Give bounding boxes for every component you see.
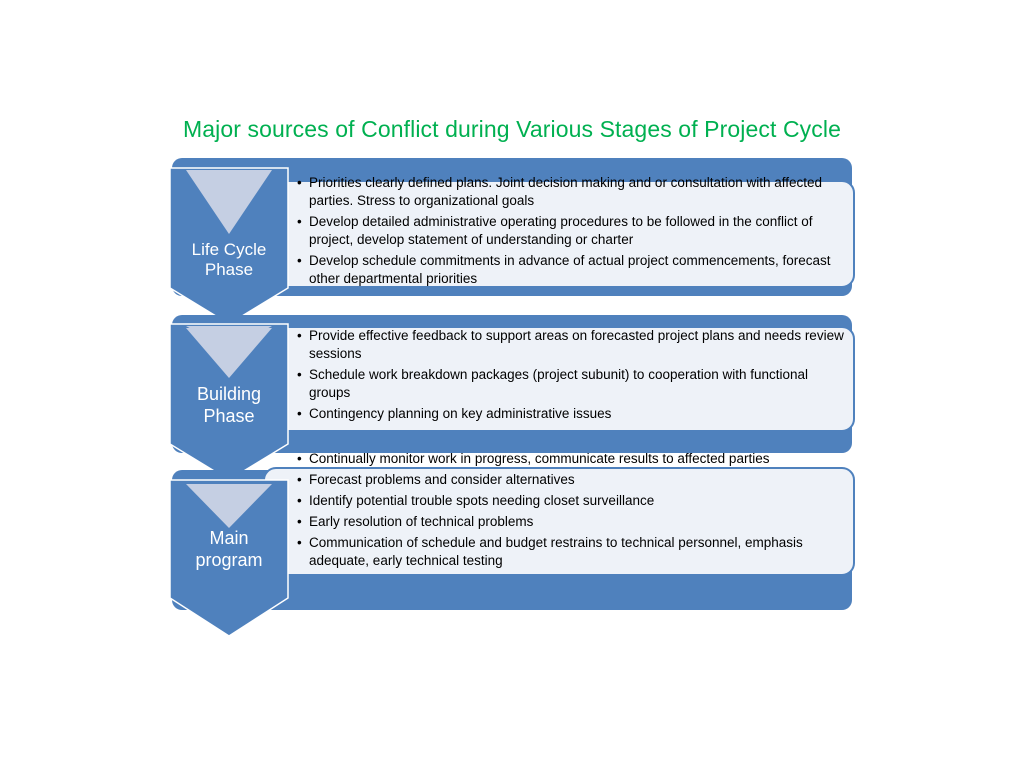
phase-1-bullets: Priorities clearly defined plans. Joint … <box>296 174 848 291</box>
bullet-item: Develop detailed administrative operatin… <box>296 213 848 249</box>
bullet-item: Identify potential trouble spots needing… <box>296 492 848 510</box>
phase-3-chevron <box>169 479 289 637</box>
bullet-item: Develop schedule commitments in advance … <box>296 252 848 288</box>
phase-2-bullets: Provide effective feedback to support ar… <box>296 327 848 426</box>
slide-title: Major sources of Conflict during Various… <box>183 116 841 142</box>
phase-2-chevron-inner <box>186 328 272 378</box>
phase-1-chevron-light <box>186 170 272 234</box>
bullet-item: Continually monitor work in progress, co… <box>296 450 848 468</box>
bullet-item: Communication of schedule and budget res… <box>296 534 848 570</box>
bullet-item: Provide effective feedback to support ar… <box>296 327 848 363</box>
bullet-item: Priorities clearly defined plans. Joint … <box>296 174 848 210</box>
phase-3-chevron-light <box>186 484 272 528</box>
phase-2-label: Building Phase <box>196 384 262 426</box>
phase-3-label: Main program <box>195 528 263 570</box>
phase-1-chevron <box>169 167 289 325</box>
phase-2-chevron <box>169 323 289 481</box>
phase-1-label: Life Cycle Phase <box>191 240 267 280</box>
bullet-item: Early resolution of technical problems <box>296 513 848 531</box>
bullet-item: Forecast problems and consider alternati… <box>296 471 848 489</box>
phase-3-bullets: Continually monitor work in progress, co… <box>296 450 848 573</box>
bullet-item: Contingency planning on key administrati… <box>296 405 848 423</box>
bullet-item: Schedule work breakdown packages (projec… <box>296 366 848 402</box>
